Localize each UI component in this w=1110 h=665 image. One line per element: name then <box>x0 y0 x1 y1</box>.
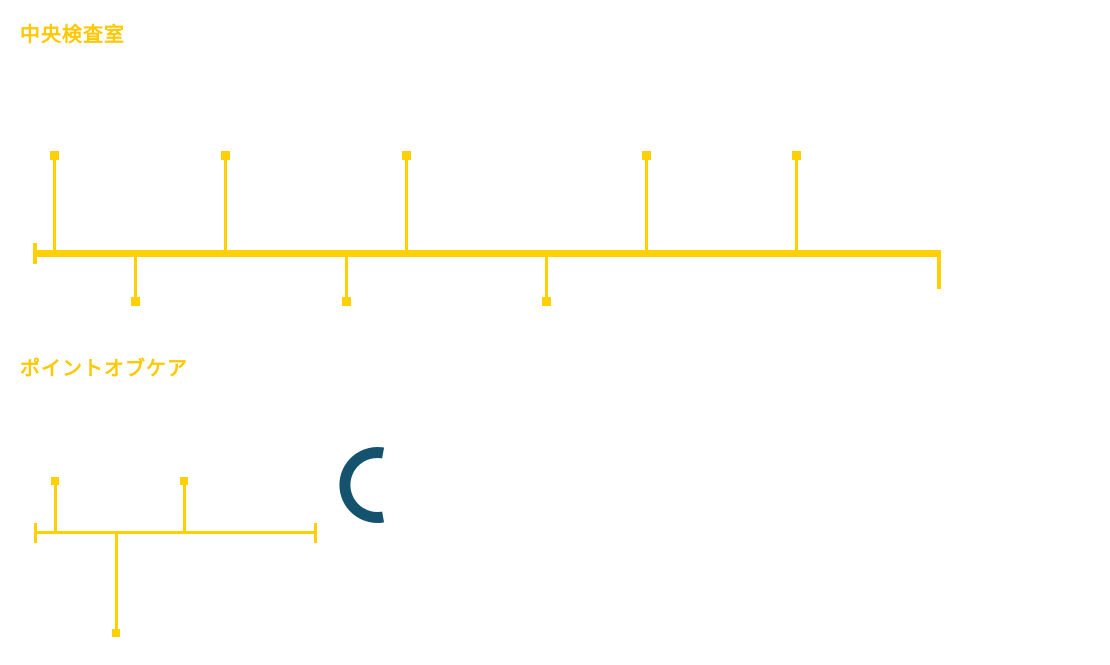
central-lab-timeline-up-marker-square <box>791 151 801 160</box>
central-lab-timeline-up-marker-stem <box>794 160 798 250</box>
poc-timeline-down-marker-stem <box>114 534 118 629</box>
central-lab-timeline-up-marker-stem <box>644 160 648 250</box>
poc-timeline-up-marker-stem <box>182 485 186 531</box>
central-lab-timeline-up-marker-stem <box>223 160 227 250</box>
poc-timeline-endcap <box>34 523 37 543</box>
central-lab-timeline-down-marker-square <box>130 297 140 306</box>
central-lab-timeline-down-marker-stem <box>344 257 348 297</box>
central-lab-timeline-down-marker-stem <box>133 257 137 297</box>
poc-timeline-up-marker-stem <box>53 485 57 531</box>
central-lab-timeline-up-marker-square <box>49 151 59 160</box>
section-title-central-lab: 中央検査室 <box>20 24 125 46</box>
central-lab-timeline-up-marker-square <box>401 151 411 160</box>
central-lab-timeline-up-marker-square <box>641 151 651 160</box>
poc-timeline-down-marker-square <box>112 629 120 637</box>
central-lab-timeline-axis <box>33 250 941 257</box>
central-lab-timeline-endcap <box>33 243 37 264</box>
central-lab-timeline-up-marker-stem <box>52 160 56 250</box>
central-lab-timeline-down-marker-stem <box>544 257 548 297</box>
section-title-point-of-care: ポイントオブケア <box>20 358 188 380</box>
poc-timeline-up-marker-square <box>180 477 188 485</box>
poc-timeline-endcap <box>314 523 317 543</box>
poc-timeline-up-marker-square <box>51 477 59 485</box>
central-lab-timeline-up-marker-stem <box>404 160 408 250</box>
central-lab-timeline-down-marker-square <box>341 297 351 306</box>
central-lab-timeline-down-marker-square <box>541 297 551 306</box>
central-lab-timeline-up-marker-square <box>220 151 230 160</box>
poc-timeline-axis <box>35 531 317 534</box>
open-circle-arc-icon <box>339 447 385 523</box>
central-lab-timeline-end-drop <box>937 250 941 289</box>
